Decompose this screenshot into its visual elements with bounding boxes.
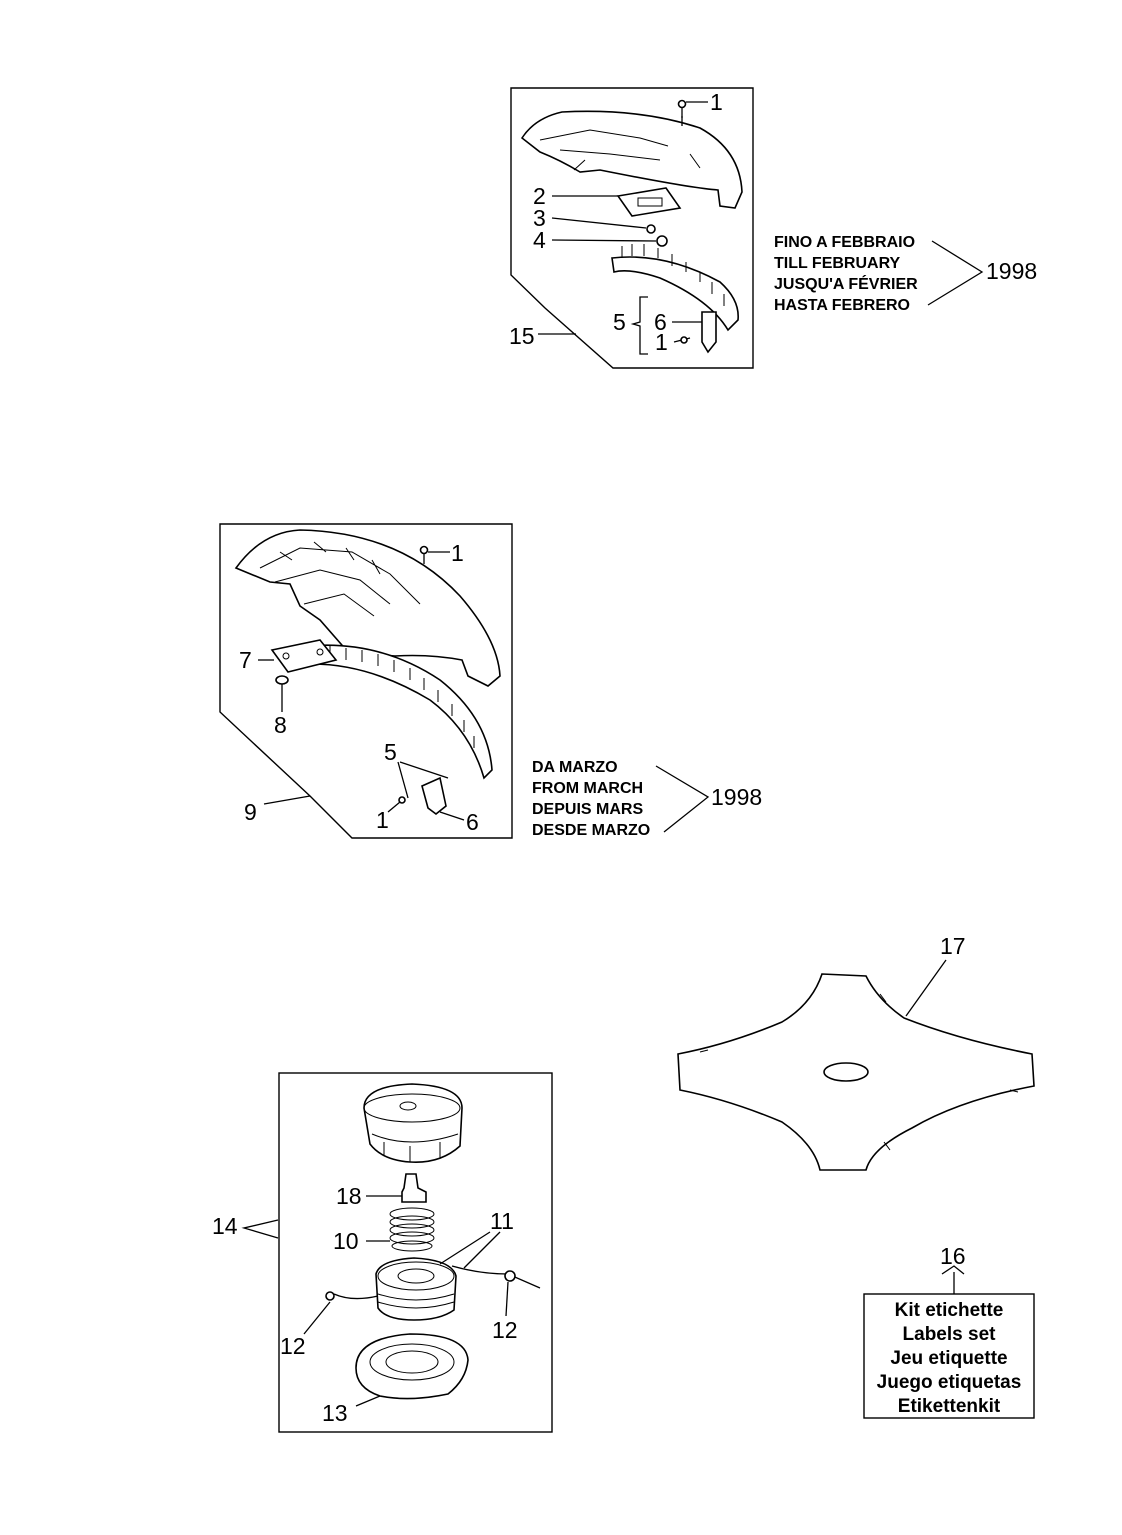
guard-old-drawing (520, 110, 743, 209)
callout-1b-new: 1 (376, 807, 389, 833)
kit-line-4: Juego etiquetas (877, 1372, 1022, 1393)
callout-7: 7 (239, 647, 252, 673)
comb-strip-drawing (611, 256, 739, 332)
callout-6-new: 6 (466, 809, 479, 835)
screw-icon (419, 545, 429, 564)
note-from-line-1: DA MARZO (532, 759, 618, 776)
kit-line-1: Kit etichette (895, 1300, 1004, 1321)
callout-1-new: 1 (451, 540, 464, 566)
screw-icon (398, 796, 406, 804)
guard-assembly-old: 1 2 3 4 5 6 1 15 (509, 87, 754, 369)
callout-2: 2 (533, 183, 546, 209)
screw-icon (677, 99, 687, 118)
clip-drawing (701, 311, 717, 354)
spool-drawing (375, 1257, 457, 1321)
callout-3: 3 (533, 205, 546, 231)
head-base-drawing (355, 1333, 469, 1400)
trimmer-head-assembly: 18 10 11 12 12 (212, 1072, 553, 1433)
callout-9: 9 (244, 799, 257, 825)
callout-12b: 12 (492, 1317, 518, 1343)
callout-10: 10 (333, 1228, 359, 1254)
callout-14: 14 (212, 1213, 238, 1239)
guard-assembly-new: 7 8 1 5 6 1 9 (219, 523, 513, 839)
kit-line-3: Jeu etiquette (890, 1348, 1007, 1369)
note-till-line-3: JUSQU'A FÉVRIER (774, 274, 918, 293)
blade-assembly: 17 (677, 933, 1035, 1171)
callout-12a: 12 (280, 1333, 306, 1359)
note-from-line-2: FROM MARCH (532, 780, 643, 797)
note-from-year: 1998 (711, 784, 762, 810)
callout-15: 15 (509, 323, 535, 349)
cap-center-icon (399, 1101, 417, 1111)
screw-icon (275, 675, 289, 696)
kit-box (863, 1293, 1035, 1419)
callout-5: 5 (613, 309, 626, 335)
callout-1: 1 (710, 89, 723, 115)
plate-new-drawing (270, 639, 338, 673)
blade-center-hole (823, 1062, 869, 1082)
line-eyelet-icon (504, 1270, 516, 1282)
nut-icon (656, 235, 668, 247)
assembly-frame-old (510, 87, 754, 369)
spring-icon (389, 1207, 435, 1252)
callout-5-new: 5 (384, 739, 397, 765)
callout-11: 11 (490, 1208, 514, 1234)
note-till-feb-1998: FINO A FEBBRAIO TILL FEBRUARY JUSQU'A FÉ… (774, 234, 1037, 314)
note-till-line-2: TILL FEBRUARY (774, 255, 901, 272)
head-cap-drawing (363, 1083, 463, 1163)
plate-drawing (616, 187, 682, 217)
assembly-frame-head (278, 1072, 553, 1433)
bolt-drawing (401, 1173, 427, 1203)
kit-line-5: Etikettenkit (898, 1396, 1001, 1417)
note-from-line-4: DESDE MARZO (532, 822, 650, 839)
guard-new-drawing (234, 529, 501, 687)
screw-icon (680, 336, 688, 344)
note-from-mar-1998: DA MARZO FROM MARCH DEPUIS MARS DESDE MA… (532, 759, 762, 839)
clip-new-drawing (421, 776, 447, 816)
callout-17: 17 (940, 933, 966, 959)
kit-line-2: Labels set (903, 1324, 997, 1345)
note-till-line-4: HASTA FEBRERO (774, 297, 910, 314)
note-till-line-1: FINO A FEBBRAIO (774, 234, 915, 251)
callout-6: 6 (654, 309, 667, 335)
callout-8: 8 (274, 712, 287, 738)
callout-1b: 1 (655, 329, 668, 355)
note-till-year: 1998 (986, 258, 1037, 284)
callout-4: 4 (533, 227, 546, 253)
callout-16: 16 (940, 1243, 966, 1269)
assembly-frame-new (219, 523, 513, 839)
washer-icon (646, 224, 656, 234)
callout-13: 13 (322, 1400, 348, 1426)
note-from-line-3: DEPUIS MARS (532, 801, 643, 818)
callout-18: 18 (336, 1183, 362, 1209)
line-eyelet-icon (325, 1291, 335, 1301)
labels-kit: 16 Kit etichette Labels set Jeu etiquett… (863, 1243, 1035, 1419)
